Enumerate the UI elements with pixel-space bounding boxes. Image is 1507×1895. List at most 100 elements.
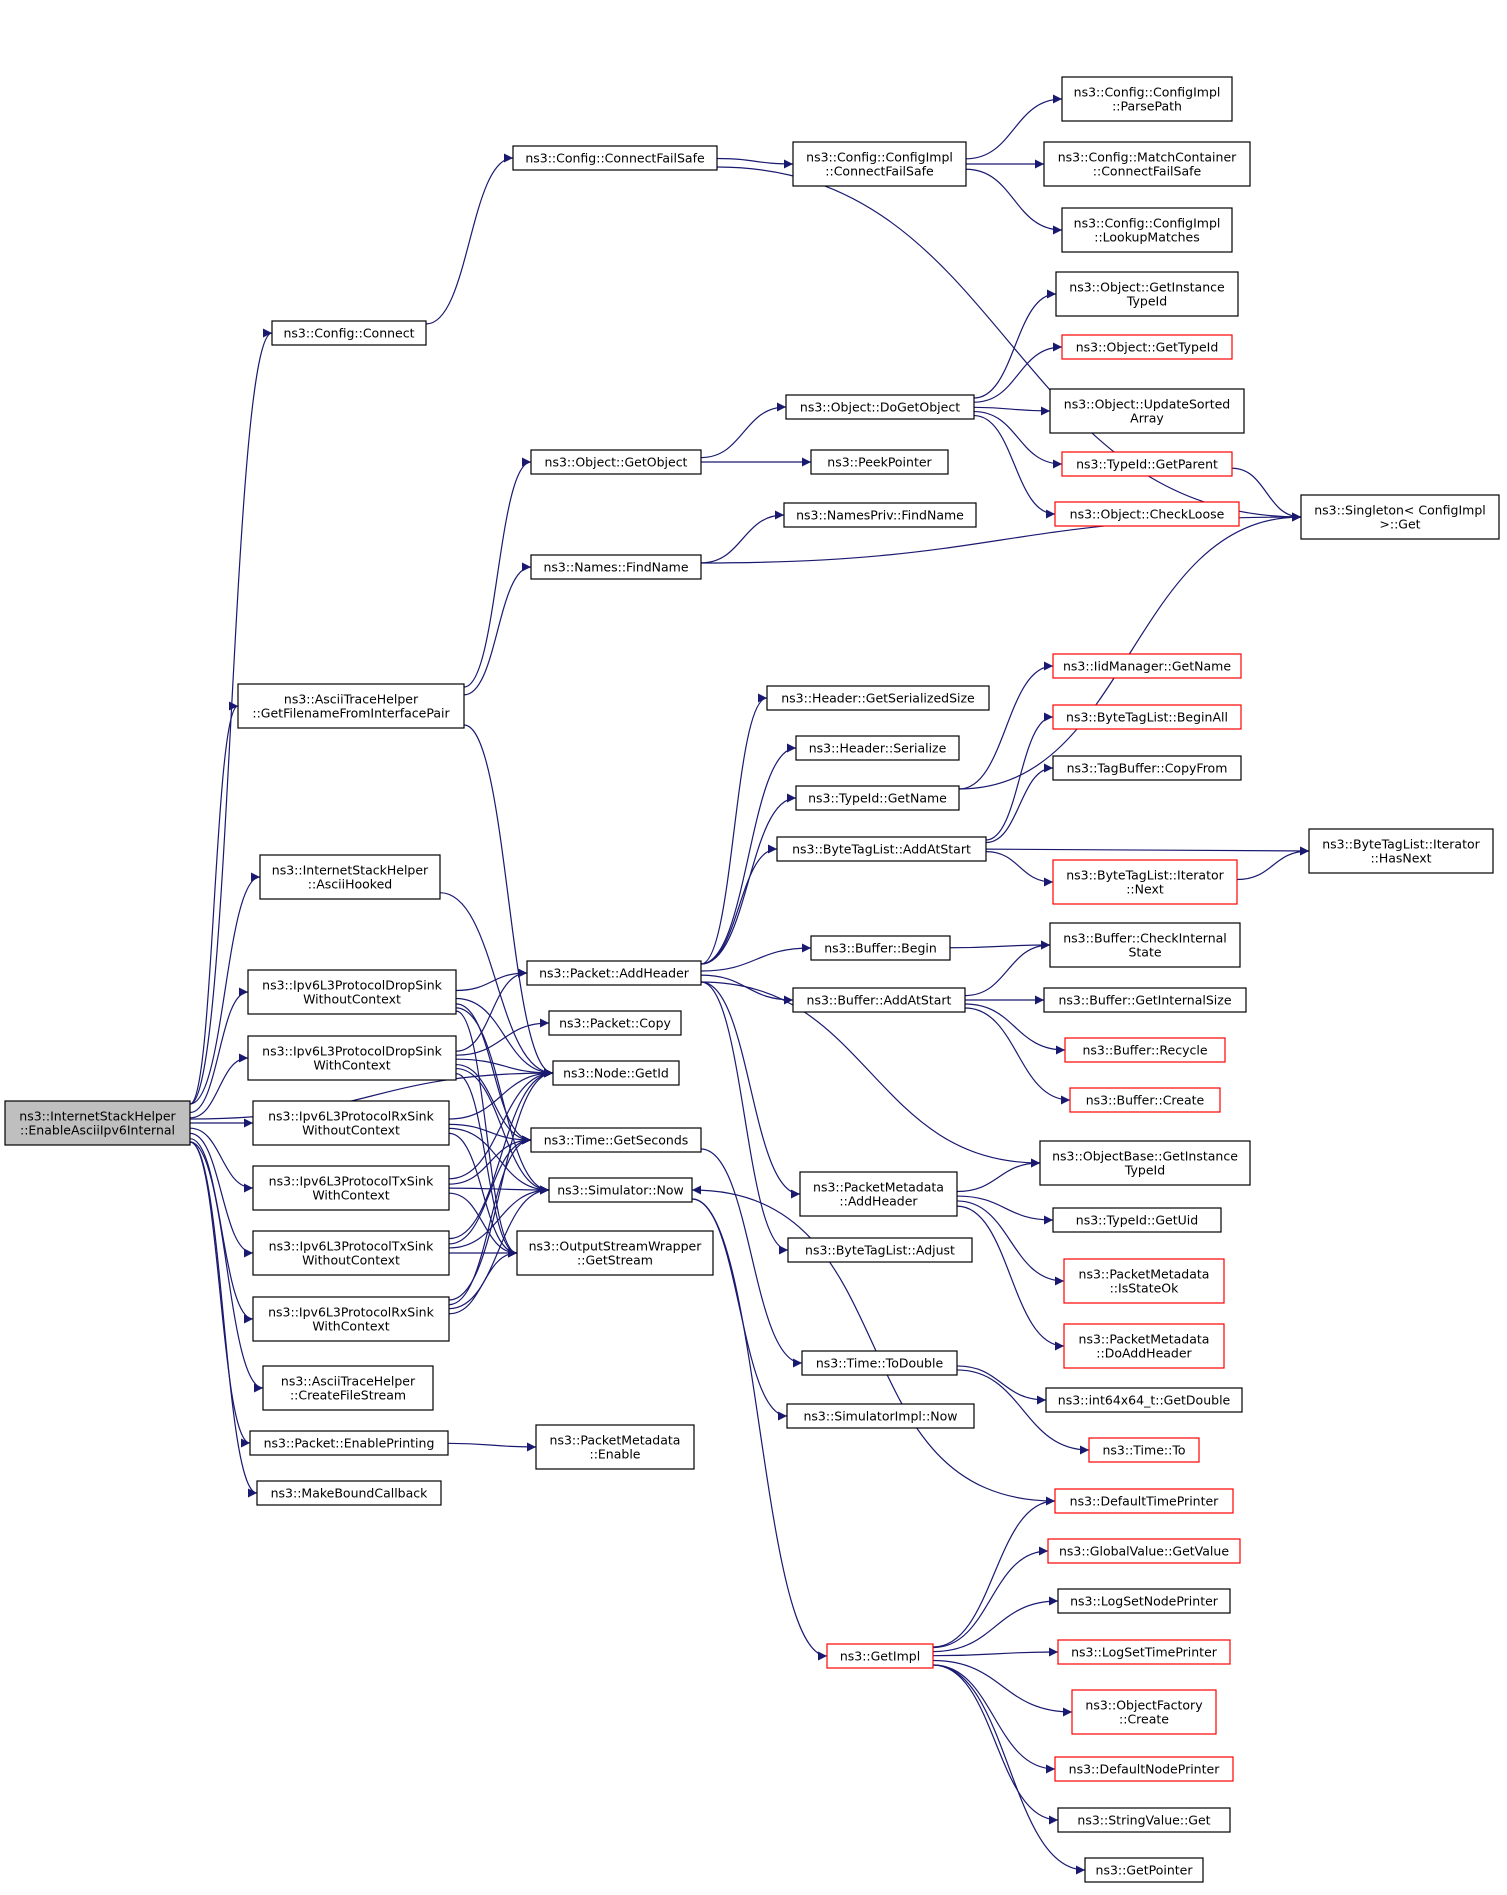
node-tbcopy[interactable]: ns3::TagBuffer::CopyFrom [1052,755,1242,781]
node-singleton[interactable]: ns3::Singleton< ConfigImpl>::Get [1300,494,1500,540]
node-getparent[interactable]: ns3::TypeId::GetParent [1061,451,1233,477]
node-connect[interactable]: ns3::Config::Connect [271,320,427,346]
node-timeto[interactable]: ns3::Time::To [1088,1437,1200,1463]
node-enprint[interactable]: ns3::Packet::EnablePrinting [249,1430,449,1456]
node-checkloose[interactable]: ns3::Object::CheckLoose [1054,501,1240,527]
node-hooked[interactable]: ns3::InternetStackHelper::AsciiHooked [259,854,441,900]
node-gvget[interactable]: ns3::GlobalValue::GetValue [1047,1538,1241,1564]
node-getimpl[interactable]: ns3::GetImpl [826,1643,934,1669]
node-mbc[interactable]: ns3::MakeBoundCallback [256,1480,442,1506]
node-itnext[interactable]: ns3::ByteTagList::Iterator::Next [1052,859,1238,905]
node-label-ofc-0: ns3::ObjectFactory [1085,1698,1203,1713]
node-lstp[interactable]: ns3::LogSetTimePrinter [1057,1639,1231,1665]
node-ci_cfs[interactable]: ns3::Config::ConfigImpl::ConnectFailSafe [792,141,967,187]
node-getsec[interactable]: ns3::Time::GetSeconds [530,1127,702,1153]
node-label-bufcreate-0: ns3::Buffer::Create [1086,1093,1205,1108]
node-box-getinst [1055,271,1239,317]
node-gettid[interactable]: ns3::Object::GetTypeId [1061,334,1233,360]
node-ofc[interactable]: ns3::ObjectFactory::Create [1071,1689,1217,1735]
node-btladd[interactable]: ns3::ByteTagList::AddAtStart [776,836,987,862]
node-root[interactable]: ns3::InternetStackHelper::EnableAsciiIpv… [4,1100,191,1146]
edge-dropw-to-simnow [455,1067,550,1195]
node-osw[interactable]: ns3::OutputStreamWrapper::GetStream [516,1230,714,1276]
node-box-addheader [526,960,702,986]
node-dropwo[interactable]: ns3::Ipv6L3ProtocolDropSinkWithoutContex… [247,969,457,1015]
node-box-rxw [252,1296,450,1342]
node-getdouble[interactable]: ns3::int64x64_t::GetDouble [1045,1387,1243,1413]
node-cfs[interactable]: ns3::AsciiTraceHelper::CreateFileStream [262,1365,434,1411]
edge-dropwo-to-simnow [455,1007,550,1195]
node-box-ofc [1071,1689,1217,1735]
node-box-iidname [1052,653,1242,679]
node-parse[interactable]: ns3::Config::ConfigImpl::ParsePath [1061,76,1233,122]
node-label-getptr-0: ns3::GetPointer [1096,1863,1194,1878]
node-findname[interactable]: ns3::Names::FindName [530,554,702,580]
node-label-cfsafe-0: ns3::Config::ConnectFailSafe [525,151,705,166]
node-getptr[interactable]: ns3::GetPointer [1084,1857,1204,1883]
node-recycle[interactable]: ns3::Buffer::Recycle [1064,1037,1226,1063]
node-label-getid-0: ns3::Node::GetId [563,1066,669,1081]
edge-getimpl-to-ofc [932,1659,1073,1717]
node-cfsafe[interactable]: ns3::Config::ConnectFailSafe [512,145,718,171]
node-doadd[interactable]: ns3::PacketMetadata::DoAddHeader [1063,1323,1225,1369]
node-label-addheader-0: ns3::Packet::AddHeader [539,966,690,981]
node-box-copy [548,1010,682,1036]
node-iidname[interactable]: ns3::IidManager::GetName [1052,653,1242,679]
node-peek[interactable]: ns3::PeekPointer [810,449,949,475]
node-label-enprint-0: ns3::Packet::EnablePrinting [264,1436,435,1451]
node-lookup[interactable]: ns3::Config::ConfigImpl::LookupMatches [1061,207,1233,253]
node-box-dtp [1054,1488,1234,1514]
node-isok[interactable]: ns3::PacketMetadata::IsStateOk [1063,1258,1225,1304]
edge-bufbegin-to-cis [949,940,1051,950]
node-getid[interactable]: ns3::Node::GetId [552,1060,680,1086]
node-addheader[interactable]: ns3::Packet::AddHeader [526,960,702,986]
edge-rxw-to-simnow [448,1185,550,1310]
node-bufbegin[interactable]: ns3::Buffer::Begin [810,935,951,961]
node-dtp[interactable]: ns3::DefaultTimePrinter [1054,1488,1234,1514]
node-pmenable[interactable]: ns3::PacketMetadata::Enable [535,1424,695,1470]
node-getobj[interactable]: ns3::Object::GetObject [530,449,702,475]
node-getuid[interactable]: ns3::TypeId::GetUid [1052,1207,1222,1233]
node-simimplnow[interactable]: ns3::SimulatorImpl::Now [786,1403,975,1429]
node-svget[interactable]: ns3::StringValue::Get [1057,1807,1231,1833]
node-gfifp[interactable]: ns3::AsciiTraceHelper::GetFilenameFromIn… [237,683,465,729]
node-pmadd[interactable]: ns3::PacketMetadata::AddHeader [799,1171,958,1217]
edge-dtp-to-simnow [691,1185,1056,1502]
edge-bufadd-to-bufcreate [964,1007,1071,1105]
node-todouble[interactable]: ns3::Time::ToDouble [801,1350,958,1376]
node-hgss[interactable]: ns3::Header::GetSerializedSize [766,685,990,711]
node-box-hasnext [1308,828,1494,874]
node-label-parse-0: ns3::Config::ConfigImpl [1074,85,1221,100]
node-dogetobj[interactable]: ns3::Object::DoGetObject [785,394,975,420]
node-btladj[interactable]: ns3::ByteTagList::Adjust [787,1237,973,1263]
node-gis[interactable]: ns3::Buffer::GetInternalSize [1043,987,1247,1013]
node-label-rxwo-1: WithoutContext [302,1123,400,1138]
edge-dropwo-to-osw [455,1010,518,1258]
node-label-obgit-1: TypeId [1124,1163,1165,1178]
node-lsnp[interactable]: ns3::LogSetNodePrinter [1057,1588,1231,1614]
node-label-singleton-0: ns3::Singleton< ConfigImpl [1314,503,1486,518]
node-hasnext[interactable]: ns3::ByteTagList::Iterator::HasNext [1308,828,1494,874]
node-tidname[interactable]: ns3::TypeId::GetName [795,785,960,811]
node-npfind[interactable]: ns3::NamesPriv::FindName [783,502,977,528]
node-bufcreate[interactable]: ns3::Buffer::Create [1069,1087,1221,1113]
node-beginall[interactable]: ns3::ByteTagList::BeginAll [1052,704,1242,730]
node-copy[interactable]: ns3::Packet::Copy [548,1010,682,1036]
node-box-hser [795,735,960,761]
node-mccfs[interactable]: ns3::Config::MatchContainer::ConnectFail… [1043,141,1251,187]
node-simnow[interactable]: ns3::Simulator::Now [548,1177,693,1203]
node-label-lsnp-0: ns3::LogSetNodePrinter [1070,1594,1219,1609]
node-dnp[interactable]: ns3::DefaultNodePrinter [1054,1756,1234,1782]
node-bufadd[interactable]: ns3::Buffer::AddAtStart [792,987,966,1013]
node-hser[interactable]: ns3::Header::Serialize [795,735,960,761]
node-label-osw-0: ns3::OutputStreamWrapper [529,1239,703,1254]
